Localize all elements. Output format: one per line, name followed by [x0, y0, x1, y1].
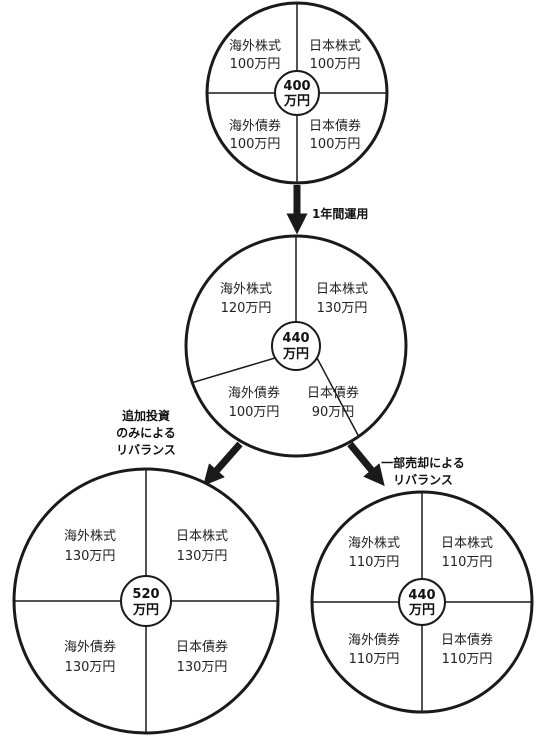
segment-value-foreign-bonds: 100万円: [230, 137, 281, 152]
segment-value-foreign-stocks: 120万円: [221, 301, 272, 316]
segment-value-japan-stocks: 100万円: [310, 57, 361, 72]
center-total: 400: [283, 79, 310, 94]
segment-name-foreign-stocks: 海外株式: [220, 282, 272, 297]
arrow-label-add-2: のみによる: [116, 426, 176, 440]
arrow-label-add-3: リバランス: [116, 443, 176, 457]
portfolio-circle-rebalance-add: 520 万円 海外株式 130万円 日本株式 130万円 海外債券 130万円 …: [12, 467, 280, 735]
segment-name-foreign-stocks: 海外株式: [64, 529, 116, 544]
segment-name-japan-bonds: 日本債券: [441, 632, 493, 648]
segment-value-japan-bonds: 100万円: [310, 137, 361, 152]
segment-name-foreign-bonds: 海外債券: [229, 118, 281, 134]
arrow-down-right-icon: [347, 441, 385, 487]
segment-name-japan-stocks: 日本株式: [316, 282, 368, 297]
divider-right: [316, 357, 360, 438]
arrow-label-add-1: 追加投資: [122, 408, 170, 423]
segment-name-japan-bonds: 日本債券: [309, 118, 361, 134]
arrow-label-one-year: 1年間運用: [312, 206, 368, 221]
segment-name-japan-stocks: 日本株式: [176, 529, 228, 544]
center-unit: 万円: [132, 603, 159, 618]
segment-value-japan-stocks: 130万円: [317, 301, 368, 316]
segment-value-foreign-stocks: 110万円: [349, 555, 400, 570]
portfolio-circle-initial: 400 万円 海外株式 100万円 日本株式 100万円 海外債券 100万円 …: [205, 1, 389, 185]
segment-value-foreign-bonds: 130万円: [65, 660, 116, 675]
segment-value-foreign-stocks: 100万円: [230, 57, 281, 72]
center-unit: 万円: [282, 347, 309, 362]
segment-value-foreign-bonds: 100万円: [229, 405, 280, 420]
segment-name-japan-stocks: 日本株式: [441, 536, 493, 551]
center-circle: [120, 575, 172, 627]
segment-value-japan-bonds: 90万円: [312, 405, 355, 420]
arrow-label-sell-2: リバランス: [393, 473, 453, 487]
segment-value-japan-stocks: 110万円: [442, 555, 493, 570]
center-total: 520: [132, 587, 159, 602]
divider-left: [190, 357, 276, 384]
segment-value-japan-bonds: 130万円: [177, 660, 228, 675]
segment-value-japan-bonds: 110万円: [442, 652, 493, 667]
arrow-label-sell-1: 一部売却による: [381, 455, 465, 470]
segment-value-foreign-bonds: 110万円: [349, 652, 400, 667]
center-unit: 万円: [283, 94, 310, 109]
portfolio-circle-after-year: 440 万円 海外株式 120万円 日本株式 130万円 海外債券 100万円 …: [184, 234, 408, 458]
segment-value-japan-stocks: 130万円: [177, 549, 228, 564]
segment-name-foreign-bonds: 海外債券: [64, 639, 116, 655]
center-total: 440: [408, 588, 435, 603]
segment-name-japan-stocks: 日本株式: [309, 39, 361, 54]
segment-name-japan-bonds: 日本債券: [176, 639, 228, 655]
segment-value-foreign-stocks: 130万円: [65, 549, 116, 564]
portfolio-circle-rebalance-sell: 440 万円 海外株式 110万円 日本株式 110万円 海外債券 110万円 …: [310, 490, 534, 714]
segment-name-japan-bonds: 日本債券: [307, 385, 359, 401]
segment-name-foreign-bonds: 海外債券: [348, 632, 400, 648]
center-unit: 万円: [408, 603, 435, 618]
segment-name-foreign-bonds: 海外債券: [228, 385, 280, 401]
center-circle: [271, 321, 321, 371]
center-circle: [398, 578, 446, 626]
arrow-down-left-icon: [203, 441, 243, 486]
segment-name-foreign-stocks: 海外株式: [229, 39, 281, 54]
segment-name-foreign-stocks: 海外株式: [348, 536, 400, 551]
center-total: 440: [282, 331, 309, 346]
center-circle: [274, 70, 320, 116]
